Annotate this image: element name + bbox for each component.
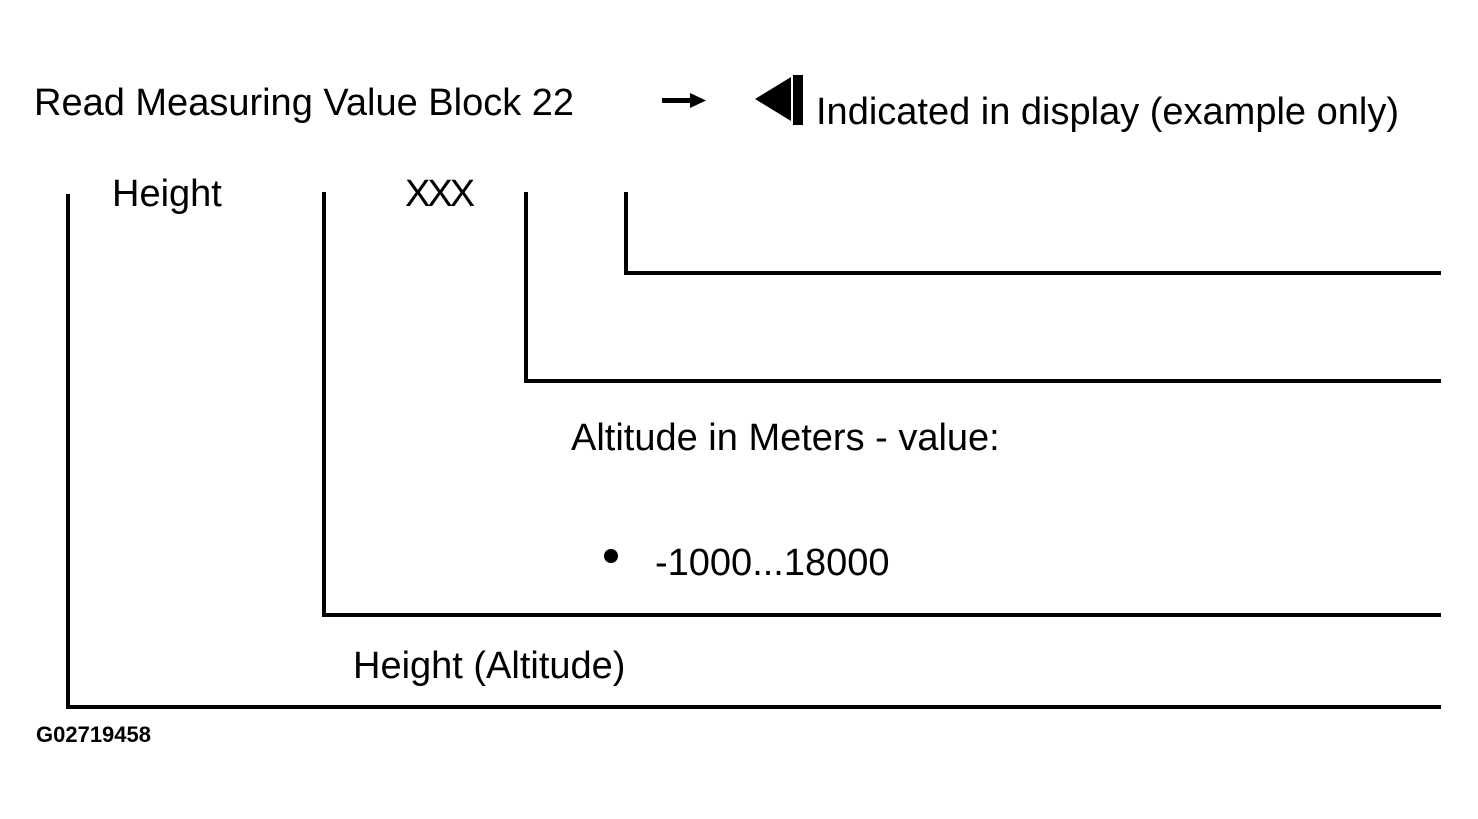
display-field-1: Height: [112, 173, 222, 215]
field-3-leader-horizontal: [524, 379, 1441, 383]
field-1-leader-horizontal: [66, 705, 1441, 709]
display-value-range: -1000...18000: [655, 542, 890, 584]
field-2-leader-horizontal: [322, 613, 1441, 617]
field-1-name: Height (Altitude): [353, 645, 626, 687]
display-value-title: Altitude in Meters - value:: [571, 417, 1000, 459]
field-2-leader-vertical: [322, 192, 326, 617]
right-arrow-icon: [662, 93, 706, 108]
figure-code: G02719458: [36, 722, 151, 747]
indicated-in-display-text: Indicated in display (example only): [816, 91, 1399, 133]
field-1-leader-vertical: [66, 194, 70, 709]
field-4-leader-horizontal: [624, 271, 1441, 275]
field-4-leader-vertical: [624, 192, 628, 275]
diagram-title: Read Measuring Value Block 22: [34, 82, 575, 124]
display-field-2: XXX: [405, 173, 475, 215]
left-triangle-icon: [755, 75, 803, 125]
field-3-leader-vertical: [524, 192, 528, 383]
bullet-icon: [604, 549, 618, 563]
